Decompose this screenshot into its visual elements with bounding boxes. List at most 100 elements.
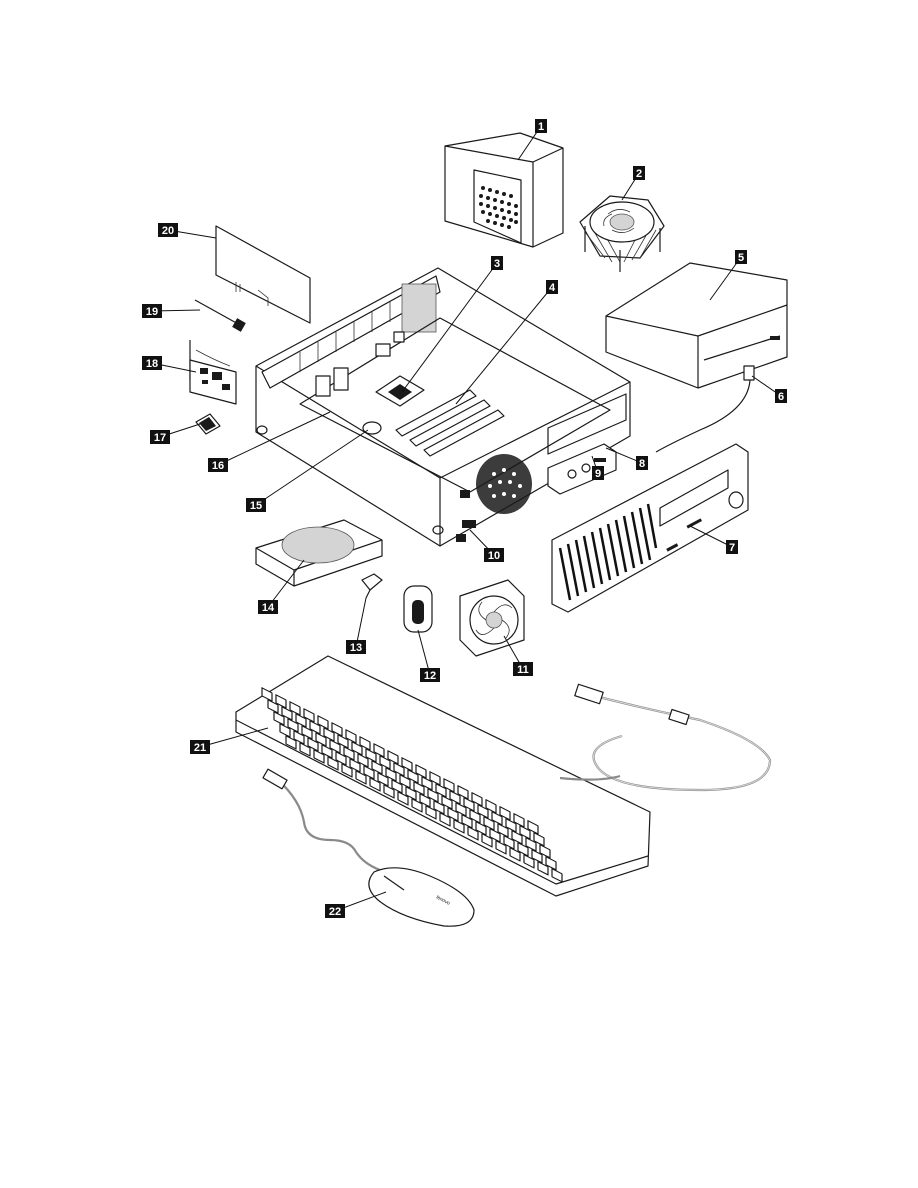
callout-box: [484, 548, 504, 562]
keyboard-key: [421, 776, 433, 791]
keyboard-key: [355, 770, 367, 785]
keyboard-key: [527, 820, 539, 835]
keyboard-key: [539, 844, 551, 859]
keyboard-key: [455, 802, 467, 817]
callout-box: [150, 430, 170, 444]
keyboard-key: [341, 763, 353, 778]
callout-15: 15: [246, 498, 266, 512]
callout-13: 13: [346, 640, 366, 654]
keyboard-key: [275, 694, 287, 709]
internal-speaker: [403, 585, 433, 633]
keyboard-key: [483, 816, 495, 831]
callout-number: 3: [494, 258, 500, 270]
keyboard-key: [477, 804, 489, 819]
keyboard-key: [299, 742, 311, 757]
keyboard-key: [439, 812, 451, 827]
adapter-card: [215, 225, 311, 324]
keyboard-key: [425, 805, 437, 820]
leader-keyboard: [199, 727, 269, 748]
keyboard-key: [301, 725, 313, 740]
callout-20: 20: [158, 223, 178, 237]
keyboard-key: [321, 744, 333, 759]
keyboard-key: [499, 806, 511, 821]
keyboard-key: [387, 750, 399, 765]
keyboard-key: [261, 687, 273, 702]
leader-internal-speaker: [417, 629, 431, 676]
keyboard-key: [441, 795, 453, 810]
callout-number: 20: [162, 225, 174, 237]
leader-microprocessor: [401, 262, 498, 393]
callout-number: 2: [636, 168, 642, 180]
callout-box: [636, 456, 648, 470]
keyboard-key: [365, 748, 377, 763]
keyboard-key: [307, 737, 319, 752]
keyboard-key: [489, 828, 501, 843]
keyboard-key: [391, 779, 403, 794]
callout-box: [592, 466, 604, 480]
callout-number: 8: [639, 458, 645, 470]
keyboard-key: [531, 849, 543, 864]
callout-box: [246, 498, 266, 512]
callout-17: 17: [150, 430, 170, 444]
callout-number: 11: [517, 664, 529, 676]
front-panel-connectors: [547, 443, 617, 495]
keyboard-key: [545, 856, 557, 871]
keyboard-key: [419, 793, 431, 808]
computer-chassis: [255, 267, 631, 547]
keyboard-key: [359, 736, 371, 751]
keyboard-key: [497, 823, 509, 838]
keyboard-key: [281, 706, 293, 721]
keyboard-key: [471, 792, 483, 807]
callout-box: [633, 166, 645, 180]
system-fan: [459, 579, 525, 657]
callout-5: 5: [735, 250, 747, 264]
keyboard-key: [467, 826, 479, 841]
keyboard-key: [397, 791, 409, 806]
callout-box: [346, 640, 366, 654]
callout-number: 15: [250, 500, 262, 512]
leader-system-board: [217, 411, 331, 466]
callout-box: [208, 458, 228, 472]
callout-box: [142, 304, 162, 318]
leader-hard-disk-drive: [267, 559, 305, 608]
callout-number: 5: [738, 252, 744, 264]
callout-box: [258, 600, 278, 614]
keyboard-key: [407, 769, 419, 784]
callout-19: 19: [142, 304, 162, 318]
keyboard-key: [357, 753, 369, 768]
keyboard: [235, 655, 772, 897]
front-bezel: [551, 443, 749, 613]
callout-box: [726, 540, 738, 554]
keyboard-key: [433, 800, 445, 815]
keyboard-key: [303, 708, 315, 723]
optical-drive: [605, 262, 788, 389]
callout-21: 21: [190, 740, 210, 754]
keyboard-key: [505, 818, 517, 833]
callout-number: 17: [154, 432, 166, 444]
wifi-card: [189, 340, 237, 405]
keyboard-key: [327, 756, 339, 771]
keyboard-key: [509, 847, 521, 862]
callout-box: [735, 250, 747, 264]
keyboard-key: [309, 720, 321, 735]
keyboard-key: [525, 837, 537, 852]
keyboard-key: [443, 778, 455, 793]
callout-number: 10: [488, 550, 500, 562]
callout-number: 1: [538, 121, 544, 133]
keyboard-key: [399, 774, 411, 789]
keyboard-key: [379, 755, 391, 770]
callout-22: 22: [325, 904, 345, 918]
callout-number: 9: [595, 468, 601, 480]
callout-box: [190, 740, 210, 754]
callout-number: 12: [424, 670, 436, 682]
callout-1: 1: [535, 119, 547, 133]
keyboard-key: [393, 762, 405, 777]
callout-box: [491, 256, 503, 270]
keyboard-key: [335, 751, 347, 766]
callout-10: 10: [484, 548, 504, 562]
keyboard-key: [475, 821, 487, 836]
keyboard-key: [377, 772, 389, 787]
callout-number: 14: [262, 602, 275, 614]
keyboard-key: [413, 781, 425, 796]
callout-6: 6: [775, 389, 787, 403]
